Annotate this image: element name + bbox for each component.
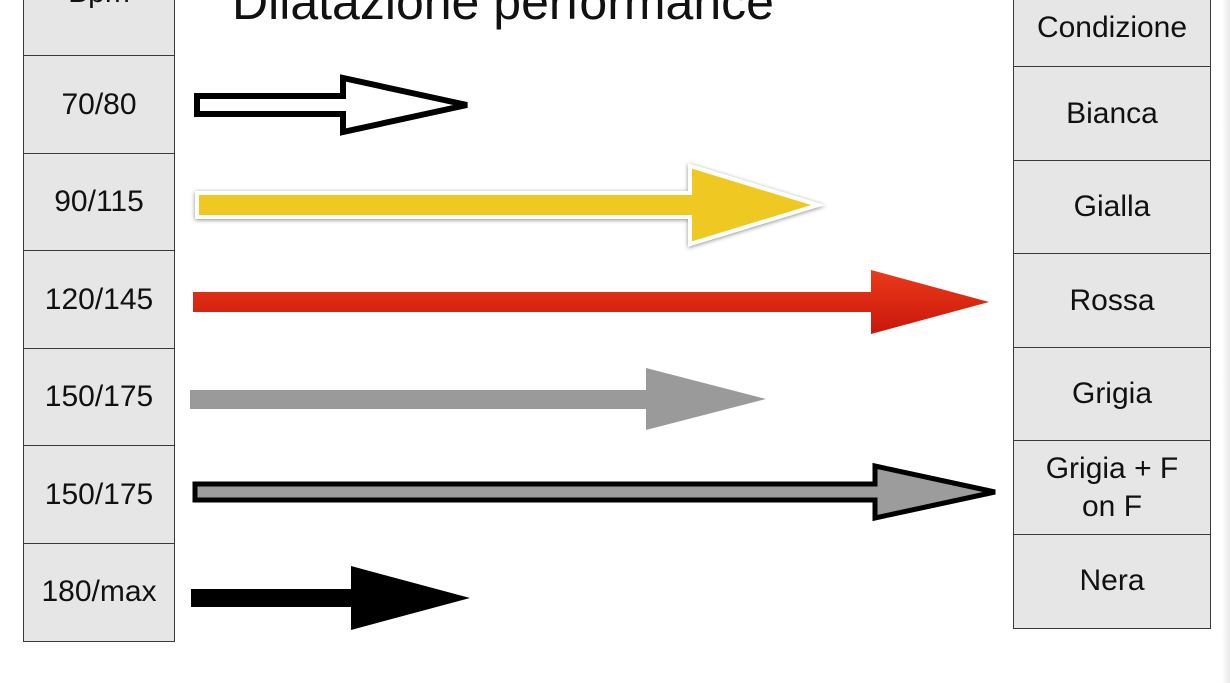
condition-cell: Bianca (1013, 66, 1211, 161)
bpm-column: Bpm 70/80 90/115 120/145 150/175 150/175… (23, 0, 175, 642)
bpm-cell: 150/175 (23, 445, 175, 544)
bpm-cell: 150/175 (23, 347, 175, 447)
slide-title: Dilatazione performance (232, 0, 774, 30)
bpm-header: Bpm (23, 0, 175, 57)
bpm-cell: 90/115 (23, 152, 175, 252)
gray-arrow (190, 368, 766, 430)
white-arrow (194, 74, 468, 136)
black-arrow (191, 566, 470, 630)
condition-cell: Grigia (1013, 346, 1211, 442)
bpm-cell: 120/145 (23, 250, 175, 349)
condition-cell: Gialla (1013, 159, 1211, 255)
condition-cell: Grigia + F on F (1013, 440, 1211, 535)
red-arrow (193, 270, 989, 334)
condition-cell: Nera (1013, 533, 1211, 629)
condition-column: Condizione Bianca Gialla Rossa Grigia Gr… (1013, 0, 1211, 629)
bpm-cell: 180/max (23, 542, 175, 642)
condition-header: Condizione (1013, 0, 1211, 68)
slide-edge (1222, 0, 1230, 683)
yellow-arrow (195, 163, 825, 247)
gray-outlined-arrow (192, 462, 996, 522)
